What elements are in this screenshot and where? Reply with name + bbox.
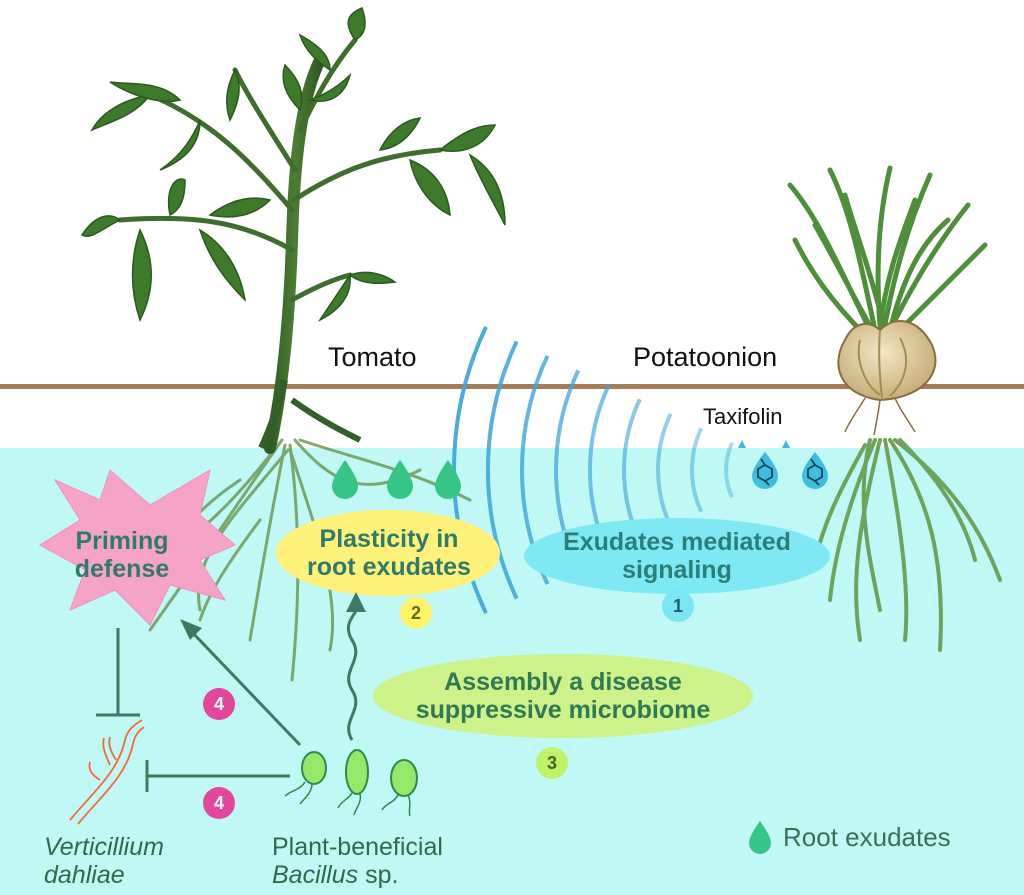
onion-roots bbox=[813, 438, 1002, 652]
ground-line bbox=[0, 384, 1024, 389]
taxifolin-label: Taxifolin bbox=[703, 404, 783, 429]
potatoonion-label: Potatoonion bbox=[633, 342, 778, 372]
signal-wave bbox=[486, 340, 519, 600]
signaling-label: Exudates mediated signaling bbox=[563, 528, 791, 584]
signal-wave bbox=[690, 427, 704, 513]
priming-defense-star bbox=[39, 468, 236, 626]
legend-drop-icon bbox=[749, 821, 771, 854]
badge-4-priming: 4 bbox=[203, 688, 235, 720]
exudate-drop bbox=[387, 460, 413, 499]
bacillus-sp: sp. bbox=[358, 861, 399, 889]
badge-4-inhibition: 4 bbox=[203, 787, 235, 819]
taxifolin-molecule-2 bbox=[802, 452, 828, 489]
bacillus-label-line1: Plant-beneficial bbox=[272, 833, 443, 861]
badge-3: 3 bbox=[536, 747, 568, 779]
tomato-label: Tomato bbox=[328, 342, 417, 372]
induce-arrow bbox=[346, 604, 359, 741]
priming-arrow bbox=[188, 628, 302, 747]
tomato-leaves bbox=[80, 7, 506, 322]
signaling-bubble bbox=[524, 518, 830, 594]
assembly-bubble bbox=[373, 654, 753, 738]
onion-bulb bbox=[837, 320, 937, 402]
assembly-label: Assembly a disease suppressive microbiom… bbox=[415, 668, 711, 724]
potatoonion-plant bbox=[787, 165, 1002, 652]
bacillus-label: Plant-beneficial Bacillus sp. bbox=[272, 833, 443, 889]
plasticity-bubble bbox=[276, 510, 500, 596]
arrows bbox=[96, 592, 366, 792]
verticillium-hypha bbox=[69, 719, 145, 825]
onion-leaves bbox=[787, 165, 988, 338]
plasticity-label: Plasticity in root exudates bbox=[307, 525, 471, 581]
tomato-plant bbox=[80, 7, 506, 682]
priming-defense-label: Priming defense bbox=[74, 527, 170, 583]
exudate-drops bbox=[332, 460, 461, 499]
legend-root-exudates: Root exudates bbox=[783, 822, 951, 852]
bacillus-cells bbox=[284, 749, 418, 817]
exudate-drop bbox=[332, 460, 358, 499]
verticillium-label: Verticillium dahliae bbox=[44, 833, 164, 889]
signal-wave bbox=[724, 441, 734, 499]
badge-2: 2 bbox=[400, 597, 432, 629]
tomato-stem bbox=[264, 54, 326, 454]
exudate-drop bbox=[435, 460, 461, 499]
taxifolin-molecule-1 bbox=[752, 452, 778, 489]
bacillus-genus: Bacillus bbox=[272, 861, 359, 889]
badge-1: 1 bbox=[662, 590, 694, 622]
signal-wave bbox=[656, 412, 673, 528]
bacillus-label-line2: Bacillus sp. bbox=[272, 861, 443, 889]
